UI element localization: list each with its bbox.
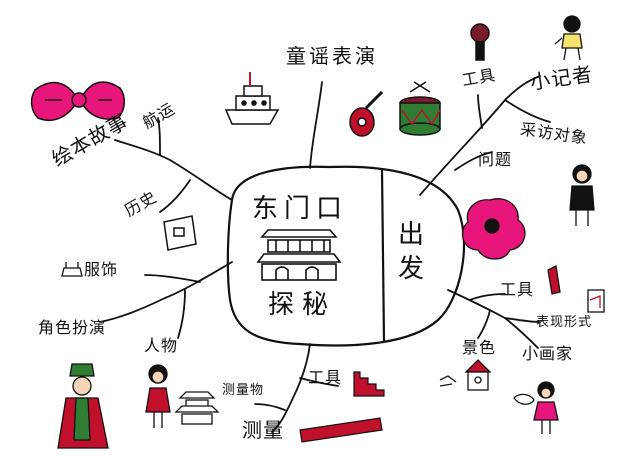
roleplay-label: 角色扮演: [38, 318, 107, 337]
hands-icon: [513, 393, 535, 405]
center-subtitle: 探秘: [268, 290, 337, 320]
child-reporter-icon: [554, 15, 583, 61]
official-icon: [57, 363, 109, 449]
pagoda-icon: [174, 391, 220, 425]
house-icon: [439, 359, 492, 391]
branch-lines: [99, 75, 551, 433]
form-label: 表现形式: [536, 315, 593, 330]
girl-icon: [145, 364, 171, 428]
bow-icon: [30, 81, 125, 121]
stairs-icon: [353, 371, 385, 397]
center-side-label: 出发: [398, 220, 426, 284]
gate-icon: [256, 229, 342, 281]
easel-icon: [587, 289, 605, 313]
center-node: [226, 165, 466, 347]
flower-icon: [461, 198, 526, 260]
child-painter-icon: [533, 381, 559, 434]
tools-label-bottom: 工具: [308, 368, 343, 387]
microphone-icon: [470, 23, 490, 61]
top-branch-label: 童谣表演: [286, 44, 378, 68]
scenery-label: 景色: [462, 338, 497, 357]
painter-label: 小画家: [522, 344, 574, 363]
costume-label: 服饰: [84, 260, 119, 279]
drum-icon: [399, 81, 441, 136]
ship-icon: [224, 72, 280, 125]
people-label: 人物: [144, 336, 179, 355]
guitar-icon: [349, 90, 384, 137]
tools-label-right: 工具: [500, 280, 535, 299]
measure-object-label: 测量物: [222, 383, 265, 398]
measure-label: 测量: [242, 418, 284, 442]
hat-icon: [61, 262, 83, 277]
center-title: 东门口: [252, 194, 349, 224]
woman-icon: [569, 164, 595, 226]
paintbrush-icon: [547, 265, 561, 295]
ruler-icon: [299, 417, 383, 443]
book-icon: [163, 215, 197, 251]
questions-label: 问题: [478, 150, 513, 169]
